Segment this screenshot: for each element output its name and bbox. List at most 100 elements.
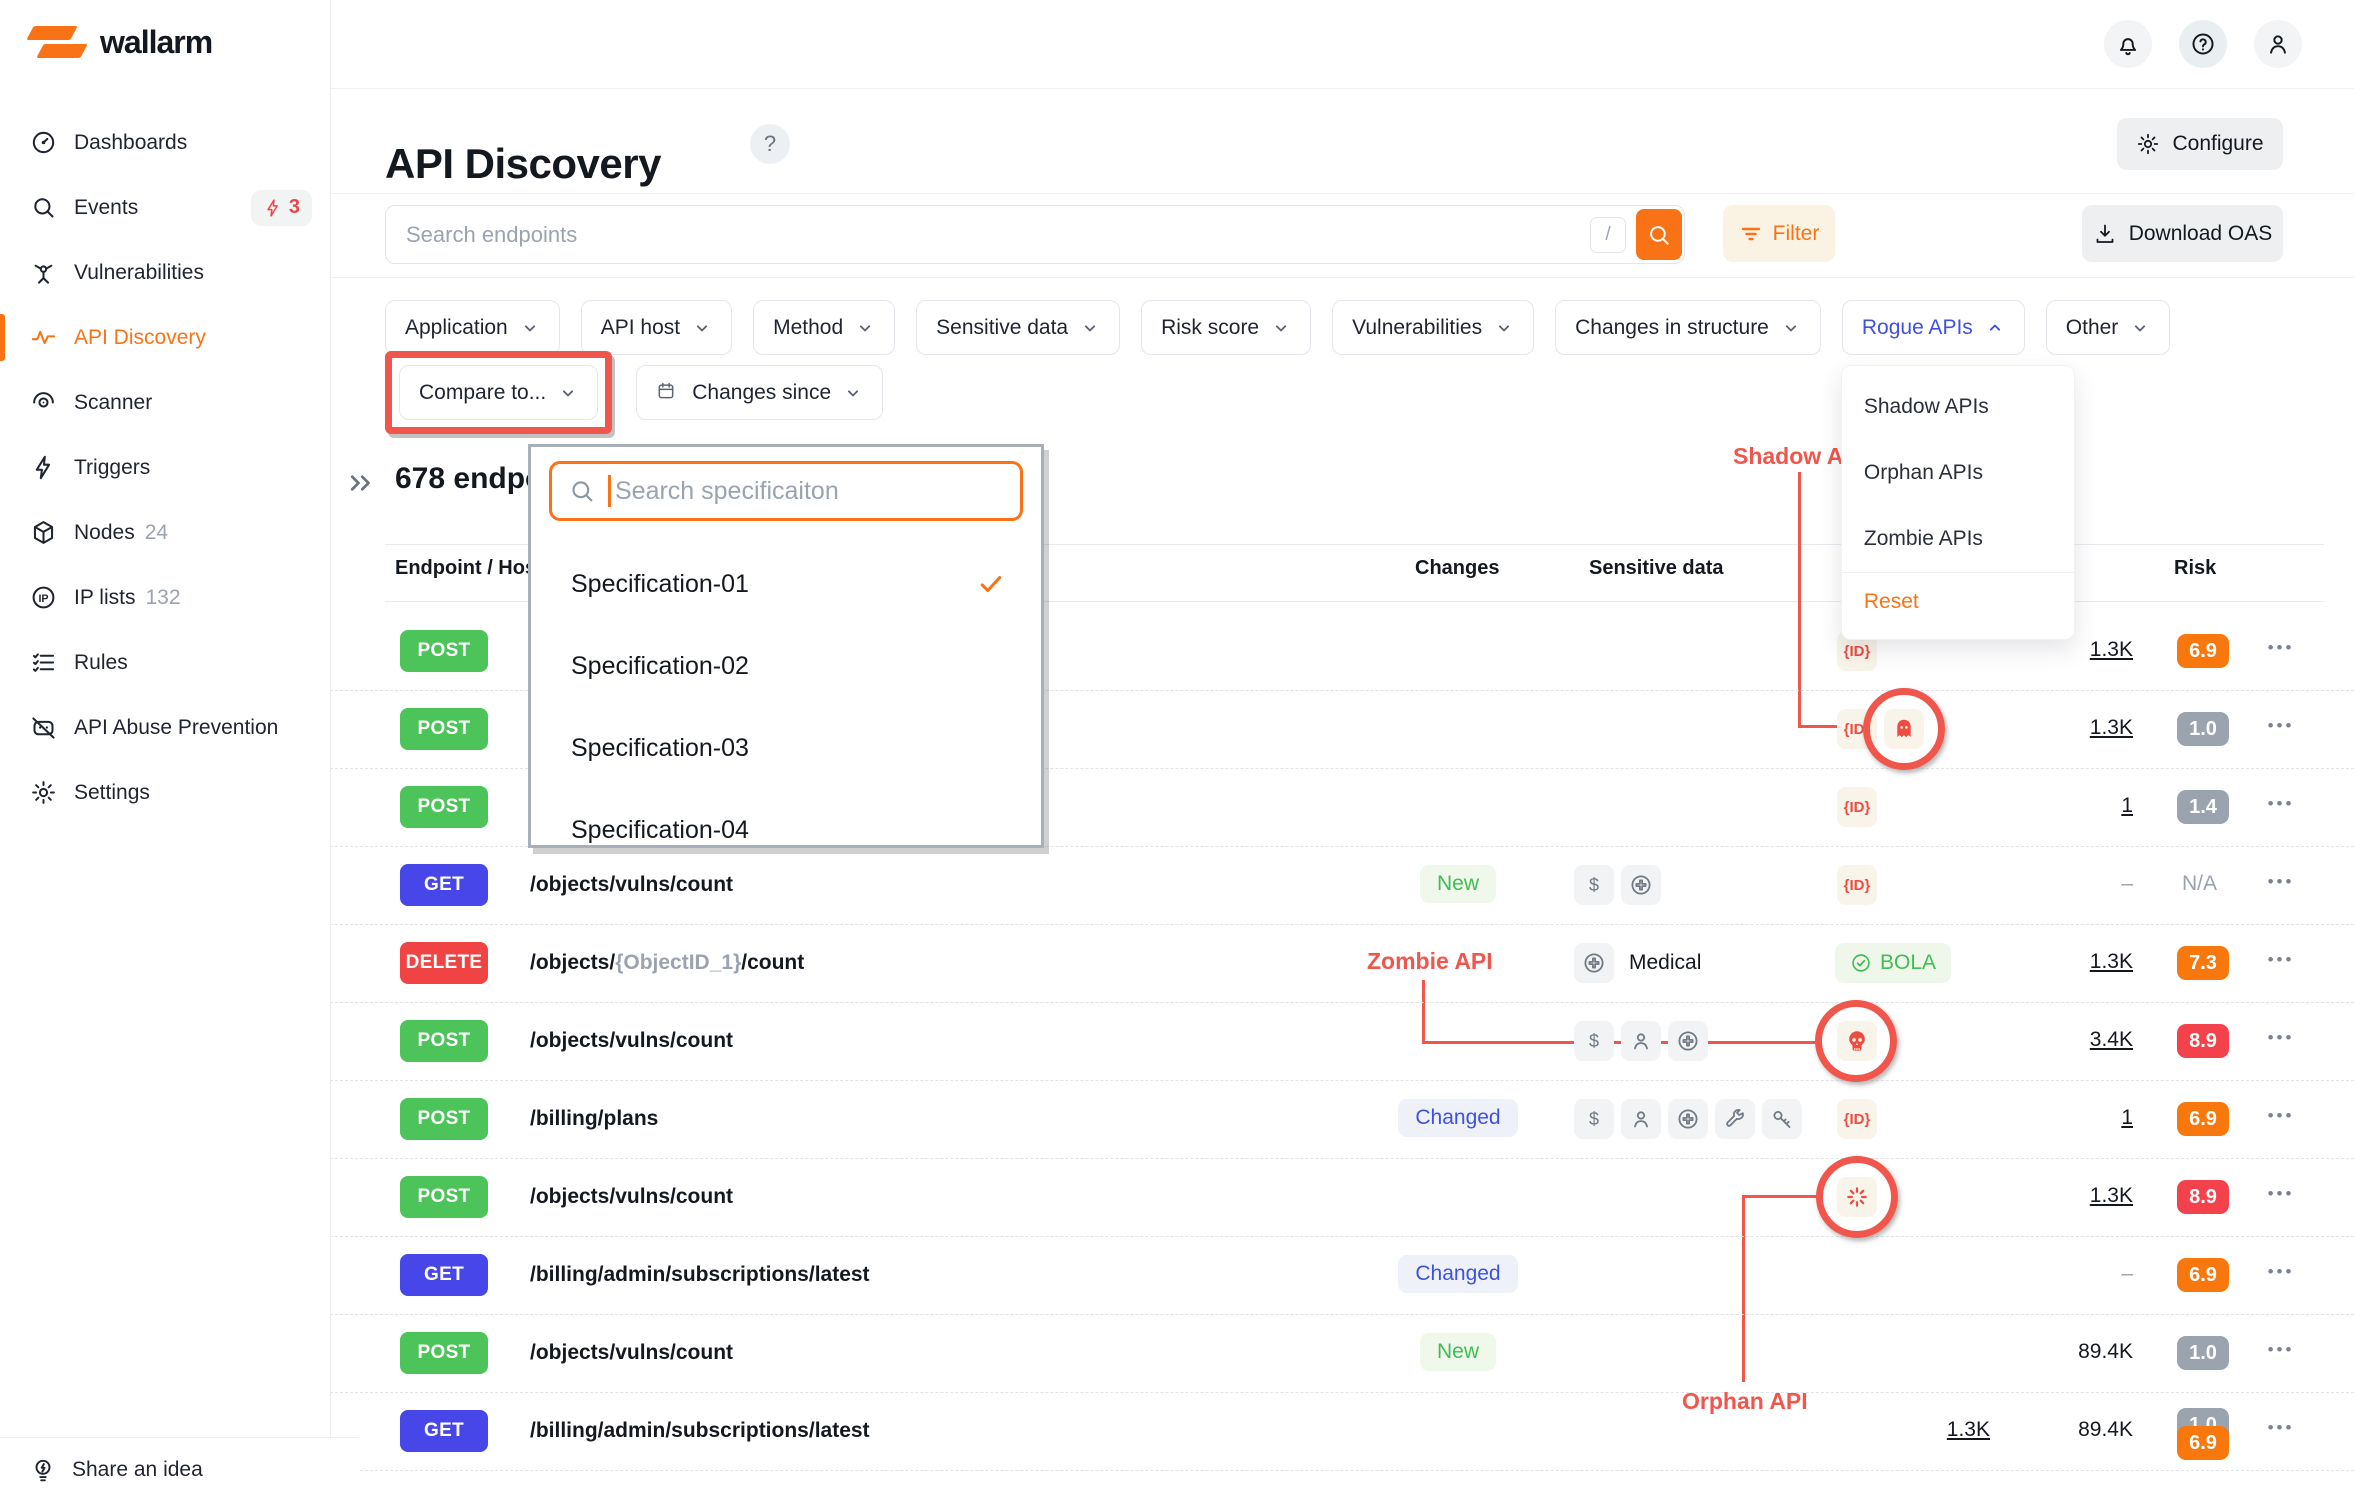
svg-text:$: $ bbox=[1589, 875, 1599, 895]
sidebar-item-api-discovery[interactable]: API Discovery bbox=[0, 305, 330, 370]
double-chevron-icon bbox=[346, 468, 376, 498]
endpoint-search-input[interactable] bbox=[386, 221, 1590, 248]
hits-link[interactable]: 1.3K bbox=[2089, 1184, 2133, 1207]
specification-option-4[interactable]: Specification-04 bbox=[531, 789, 1041, 871]
sidebar-item-settings[interactable]: Settings bbox=[0, 760, 330, 825]
compare-to-highlight-box: Compare to... bbox=[385, 351, 613, 434]
filter-chip-row-2: Compare to... Changes since bbox=[385, 351, 884, 434]
filter-chip-changes-in-structure[interactable]: Changes in structure bbox=[1555, 300, 1821, 355]
account-button[interactable] bbox=[2254, 20, 2302, 68]
sidebar-item-rules[interactable]: Rules bbox=[0, 630, 330, 695]
row-actions-button[interactable]: ••• bbox=[2267, 950, 2295, 969]
hits-link[interactable]: 1.3K bbox=[2089, 716, 2133, 739]
filter-chip-application[interactable]: Application bbox=[385, 300, 560, 355]
sidebar-item-triggers[interactable]: Triggers bbox=[0, 435, 330, 500]
hits-link[interactable]: 3.4K bbox=[2089, 1028, 2133, 1051]
sensitive-data-cell: $ bbox=[1574, 1099, 1802, 1139]
column-header-risk: Risk bbox=[2174, 557, 2217, 579]
sidebar-item-dashboards[interactable]: Dashboards bbox=[0, 110, 330, 175]
filter-chip-label: Changes in structure bbox=[1575, 315, 1769, 339]
row-actions-button[interactable]: ••• bbox=[2267, 794, 2295, 813]
shadow-api-ring bbox=[1863, 688, 1945, 770]
hits-cell: 1.3K bbox=[1953, 950, 2133, 974]
configure-button[interactable]: Configure bbox=[2117, 118, 2283, 170]
row-actions-button[interactable]: ••• bbox=[2267, 1418, 2295, 1437]
compare-to-chip[interactable]: Compare to... bbox=[399, 365, 599, 420]
hits-link[interactable]: 1.3K bbox=[2089, 950, 2133, 973]
table-row[interactable]: POST/objects/vulns/count{ID}11.4••• bbox=[330, 768, 2354, 847]
share-an-idea-button[interactable]: Share an idea bbox=[0, 1437, 359, 1502]
filter-chip-vulnerabilities[interactable]: Vulnerabilities bbox=[1332, 300, 1535, 355]
search-submit-button[interactable] bbox=[1636, 209, 1682, 260]
specification-option-3[interactable]: Specification-03 bbox=[531, 707, 1041, 789]
filter-chip-other[interactable]: Other bbox=[2045, 300, 2171, 355]
changes-since-chip[interactable]: Changes since bbox=[636, 365, 884, 420]
row-actions-button[interactable]: ••• bbox=[2267, 872, 2295, 891]
specification-option-2[interactable]: Specification-02 bbox=[531, 625, 1041, 707]
filter-chip-risk-score[interactable]: Risk score bbox=[1141, 300, 1312, 355]
bolt-icon bbox=[30, 454, 57, 481]
download-icon bbox=[2093, 222, 2117, 246]
gauge-icon bbox=[30, 129, 57, 156]
filter-chip-label: Vulnerabilities bbox=[1352, 315, 1483, 339]
row-actions-button[interactable]: ••• bbox=[2267, 1262, 2295, 1281]
sidebar-item-label: Rules bbox=[74, 650, 128, 674]
specification-search-input[interactable] bbox=[611, 475, 1020, 507]
row-actions-button[interactable]: ••• bbox=[2267, 1184, 2295, 1203]
hits-link[interactable]: 1 bbox=[2121, 1106, 2133, 1129]
rogue-menu-item-zombie-apis[interactable]: Zombie APIs bbox=[1863, 527, 1983, 550]
sidebar-item-vulnerabilities[interactable]: Vulnerabilities bbox=[0, 240, 330, 305]
hits-link[interactable]: 1.3K bbox=[2089, 638, 2133, 661]
row-actions-button[interactable]: ••• bbox=[2267, 638, 2295, 657]
title-help-button[interactable]: ? bbox=[750, 124, 790, 164]
user-icon bbox=[2265, 31, 2291, 57]
events-count-badge: 3 bbox=[250, 189, 312, 226]
specification-option-label: Specification-01 bbox=[571, 569, 749, 598]
changes-cell: New bbox=[1373, 1333, 1543, 1371]
rogue-menu-item-orphan-apis[interactable]: Orphan APIs bbox=[1863, 461, 1983, 484]
hits-link[interactable]: 1.3K bbox=[1946, 1418, 1990, 1441]
rogue-menu-reset[interactable]: Reset bbox=[1863, 590, 1919, 613]
compare-to-label: Compare to... bbox=[419, 380, 547, 404]
sidebar-item-label: Vulnerabilities bbox=[74, 260, 204, 284]
filter-chip-method[interactable]: Method bbox=[753, 300, 896, 355]
notifications-button[interactable] bbox=[2104, 20, 2152, 68]
sidebar-item-api-abuse-prevention[interactable]: API Abuse Prevention bbox=[0, 695, 330, 760]
table-row[interactable]: GET bbox=[330, 1470, 2354, 1502]
filter-chip-api-host[interactable]: API host bbox=[580, 300, 733, 355]
help-button[interactable] bbox=[2179, 20, 2227, 68]
hits-cell: 89.4K bbox=[2078, 1418, 2133, 1441]
wallarm-logo[interactable]: wallarm bbox=[26, 22, 213, 62]
chevron-down-icon bbox=[558, 383, 578, 403]
filter-button[interactable]: Filter bbox=[1723, 205, 1835, 262]
row-actions-button[interactable]: ••• bbox=[2267, 716, 2295, 735]
row-actions-button[interactable]: ••• bbox=[2267, 1340, 2295, 1359]
specification-option-1[interactable]: Specification-01 bbox=[531, 543, 1041, 625]
endpoint-path: /objects/{ObjectID_1}/count bbox=[530, 951, 805, 974]
orphan-api-annotation: Orphan API bbox=[1682, 1388, 1808, 1414]
filter-chip-sensitive-data[interactable]: Sensitive data bbox=[916, 300, 1121, 355]
changes-cell: Changed bbox=[1373, 1255, 1543, 1293]
hits-link[interactable]: 1 bbox=[2121, 794, 2133, 817]
row-actions-button[interactable]: ••• bbox=[2267, 1028, 2295, 1047]
sidebar-item-scanner[interactable]: Scanner bbox=[0, 370, 330, 435]
hits-cell: 1.3K bbox=[1953, 716, 2133, 740]
row-actions-button[interactable]: ••• bbox=[2267, 1106, 2295, 1125]
collapse-sidebar-chevrons[interactable] bbox=[346, 468, 376, 498]
endpoint-path: /objects/vulns/count bbox=[530, 873, 734, 896]
rogue-menu-item-shadow-apis[interactable]: Shadow APIs bbox=[1863, 395, 1989, 418]
download-oas-button[interactable]: Download OAS bbox=[2082, 205, 2283, 262]
